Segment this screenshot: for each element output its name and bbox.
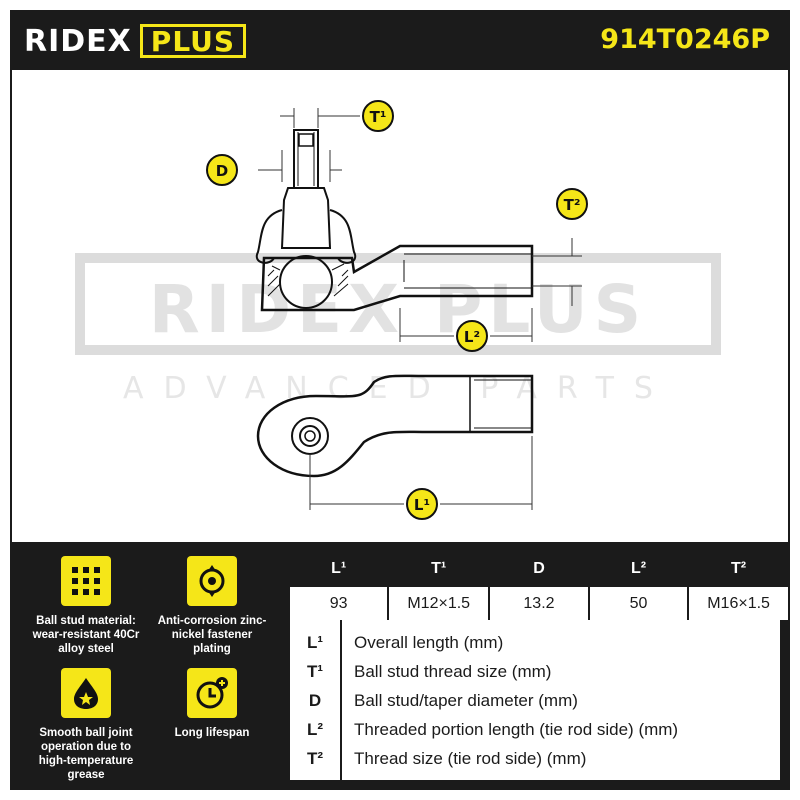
- legend-symbol: L¹: [306, 633, 324, 652]
- badge-t1-label: T¹: [370, 108, 387, 126]
- drawing-svg: RIDEX PLUS ADVANCED PARTS: [75, 100, 721, 520]
- part-number: 914T0246P: [600, 24, 770, 55]
- feature-grease: Smooth ball joint operation due to high-…: [26, 668, 146, 782]
- legend-row: T² Thread size (tie rod side) (mm): [290, 744, 780, 773]
- spec-value-cell: M12×1.5: [387, 585, 491, 622]
- legend-row: L¹ Overall length (mm): [290, 628, 780, 657]
- spec-table-values: 93 M12×1.5 13.2 50 M16×1.5: [287, 585, 790, 622]
- spec-value-cell: M16×1.5: [687, 585, 790, 622]
- dimension-lines-top: [309, 436, 533, 510]
- spec-header-cell: L²: [587, 550, 690, 587]
- feature-lifespan-label: Long lifespan: [174, 727, 250, 739]
- brand-logo: RIDEX PLUS: [24, 23, 247, 59]
- feature-plating: Anti-corrosion zinc-nickel fastener plat…: [152, 556, 272, 656]
- spec-value-cell: 93: [287, 585, 390, 622]
- brand-name: RIDEX: [24, 23, 132, 59]
- badge-t2: T²: [556, 188, 588, 220]
- badge-d-label: D: [216, 162, 228, 180]
- legend-symbol: L²: [306, 720, 324, 739]
- legend-symbol: D: [308, 691, 322, 710]
- feature-plating-label: Anti-corrosion zinc-nickel fastener plat…: [157, 615, 267, 655]
- feature-lifespan: Long lifespan: [152, 668, 272, 740]
- technical-drawing: RIDEX PLUS ADVANCED PARTS: [12, 70, 788, 542]
- badge-d: D: [206, 154, 238, 186]
- brand-plus: PLUS: [150, 24, 236, 58]
- legend-row: D Ball stud/taper diameter (mm): [290, 686, 780, 715]
- watermark: RIDEX PLUS ADVANCED PARTS: [75, 253, 721, 406]
- dimension-lines-side: [258, 108, 582, 342]
- tie-rod-end-side-view: [255, 129, 534, 312]
- spec-value-cell: 13.2: [488, 585, 590, 622]
- watermark-brand: RIDEX PLUS: [149, 271, 647, 348]
- plating-cycle-icon: [187, 556, 237, 606]
- legend-symbol: T²: [306, 749, 324, 768]
- legend-description: Ball stud thread size (mm): [354, 662, 552, 681]
- feature-material-label: Ball stud material: wear-resistant 40Cr …: [32, 615, 140, 655]
- brand-plus-box: PLUS: [139, 24, 247, 58]
- spec-header-cell: T²: [687, 550, 790, 587]
- badge-l1: L¹: [406, 488, 438, 520]
- badge-t2-label: T²: [564, 196, 581, 214]
- feature-material: Ball stud material: wear-resistant 40Cr …: [26, 556, 146, 656]
- legend-symbol-column: [290, 620, 342, 780]
- spec-header-cell: D: [488, 550, 590, 587]
- badge-l2-label: L²: [464, 328, 480, 346]
- legend-symbol: T¹: [306, 662, 324, 681]
- header-bar: RIDEX PLUS 914T0246P: [10, 10, 790, 70]
- badge-t1: T¹: [362, 100, 394, 132]
- symbol-legend: L¹ Overall length (mm) T¹ Ball stud thre…: [290, 620, 780, 780]
- legend-description: Ball stud/taper diameter (mm): [354, 691, 578, 710]
- spec-header-cell: T¹: [387, 550, 491, 587]
- alloy-grid-icon: [61, 556, 111, 606]
- badge-l1-label: L¹: [414, 496, 430, 514]
- badge-l2: L²: [456, 320, 488, 352]
- grease-drop-icon: [61, 668, 111, 718]
- legend-row: T¹ Ball stud thread size (mm): [290, 657, 780, 686]
- legend-description: Overall length (mm): [354, 633, 504, 652]
- legend-description: Thread size (tie rod side) (mm): [354, 749, 587, 768]
- spec-header-cell: L¹: [287, 550, 390, 587]
- spec-table: L¹ T¹ D L² T² 93 M12×1.5 13.2 50 M16×1.5: [287, 550, 790, 622]
- spec-panel: Ball stud material: wear-resistant 40Cr …: [10, 542, 790, 790]
- spec-table-header: L¹ T¹ D L² T²: [287, 550, 790, 587]
- lifespan-clock-icon: [187, 668, 237, 718]
- legend-row: L² Threaded portion length (tie rod side…: [290, 715, 780, 744]
- feature-grease-label: Smooth ball joint operation due to high-…: [38, 727, 134, 781]
- legend-description: Threaded portion length (tie rod side) (…: [354, 720, 679, 739]
- product-sheet: RIDEX PLUS 914T0246P RIDEX PLUS ADVANCED…: [10, 10, 790, 790]
- spec-value-cell: 50: [587, 585, 690, 622]
